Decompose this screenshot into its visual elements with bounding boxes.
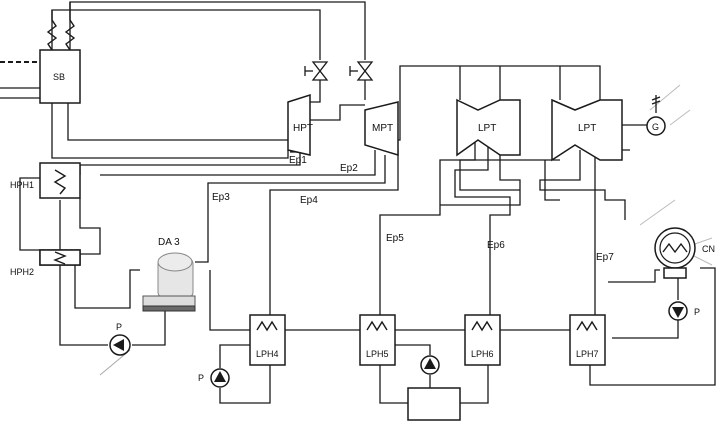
ep2-label: Ep2	[340, 163, 358, 174]
zigzag-coil-icon	[256, 320, 278, 332]
pump-left-label: P	[116, 322, 122, 332]
da-label: DA 3	[158, 237, 180, 248]
lph5-label: LPH5	[366, 349, 389, 359]
ep5-label: Ep5	[386, 233, 404, 244]
mpt-label: MPT	[372, 123, 393, 134]
pipe-network	[0, 1, 716, 404]
generator-circle-icon	[646, 116, 666, 136]
lpt2-label: LPT	[578, 123, 596, 134]
generator-label: G	[652, 122, 659, 132]
pump-left: P	[99, 322, 131, 376]
lpt1-turbine: LPT	[456, 98, 521, 157]
pump-cn: P	[668, 301, 700, 321]
zigzag-coil-icon	[53, 169, 67, 195]
lpt2-turbine: LPT	[551, 98, 623, 162]
sb-label: SB	[53, 72, 65, 82]
bowtie-valve-icon	[311, 61, 329, 81]
mpt-turbine: MPT	[364, 101, 399, 157]
sb-coil-left-icon	[46, 10, 58, 51]
hph2-label: HPH2	[10, 267, 34, 277]
drain-tank	[407, 355, 461, 421]
ep1-label: Ep1	[289, 155, 307, 166]
zigzag-coil-icon	[576, 320, 598, 332]
pump-lph4-label: P	[198, 373, 204, 383]
zigzag-coil-icon	[53, 251, 67, 265]
hpt-label: HPT	[293, 123, 313, 134]
pump-cn-label: P	[694, 307, 700, 317]
lph5-heater: LPH5	[359, 314, 396, 366]
sb-box	[39, 49, 81, 104]
steam-boiler: SB	[39, 2, 81, 104]
hph1-label: HPH1	[10, 180, 34, 190]
ep4-label: Ep4	[300, 195, 318, 206]
bowtie-valve-icon	[356, 61, 374, 81]
sb-coil-right-icon	[64, 2, 76, 51]
lph6-label: LPH6	[471, 349, 494, 359]
valve-mpt	[349, 61, 374, 81]
hpt-turbine: HPT	[287, 93, 313, 156]
lph7-label: LPH7	[576, 349, 599, 359]
ep6-label: Ep6	[487, 240, 505, 251]
zigzag-coil-icon	[471, 320, 493, 332]
condenser: CN	[639, 199, 715, 279]
lph7-heater: LPH7	[569, 314, 606, 366]
lph4-label: LPH4	[256, 349, 279, 359]
generator: G	[646, 84, 691, 136]
zigzag-coil-icon	[662, 242, 688, 254]
lpt1-label: LPT	[478, 123, 496, 134]
extraction-labels: Ep1 Ep2 Ep3 Ep4 Ep5 Ep6 Ep7	[212, 155, 614, 263]
hph1-heater: HPH1	[10, 162, 81, 199]
cn-label: CN	[702, 244, 715, 254]
zigzag-coil-icon	[366, 320, 388, 332]
ep7-label: Ep7	[596, 252, 614, 263]
lph6-heater: LPH6	[464, 314, 501, 366]
lph4-heater: LPH4	[249, 314, 286, 366]
valve-hpt	[304, 61, 329, 81]
hph2-heater: HPH2	[10, 249, 81, 277]
deaerator: DA 3	[142, 237, 196, 312]
ep3-label: Ep3	[212, 192, 230, 203]
condenser-shell	[654, 227, 696, 269]
pump-lph4: P	[198, 368, 230, 388]
